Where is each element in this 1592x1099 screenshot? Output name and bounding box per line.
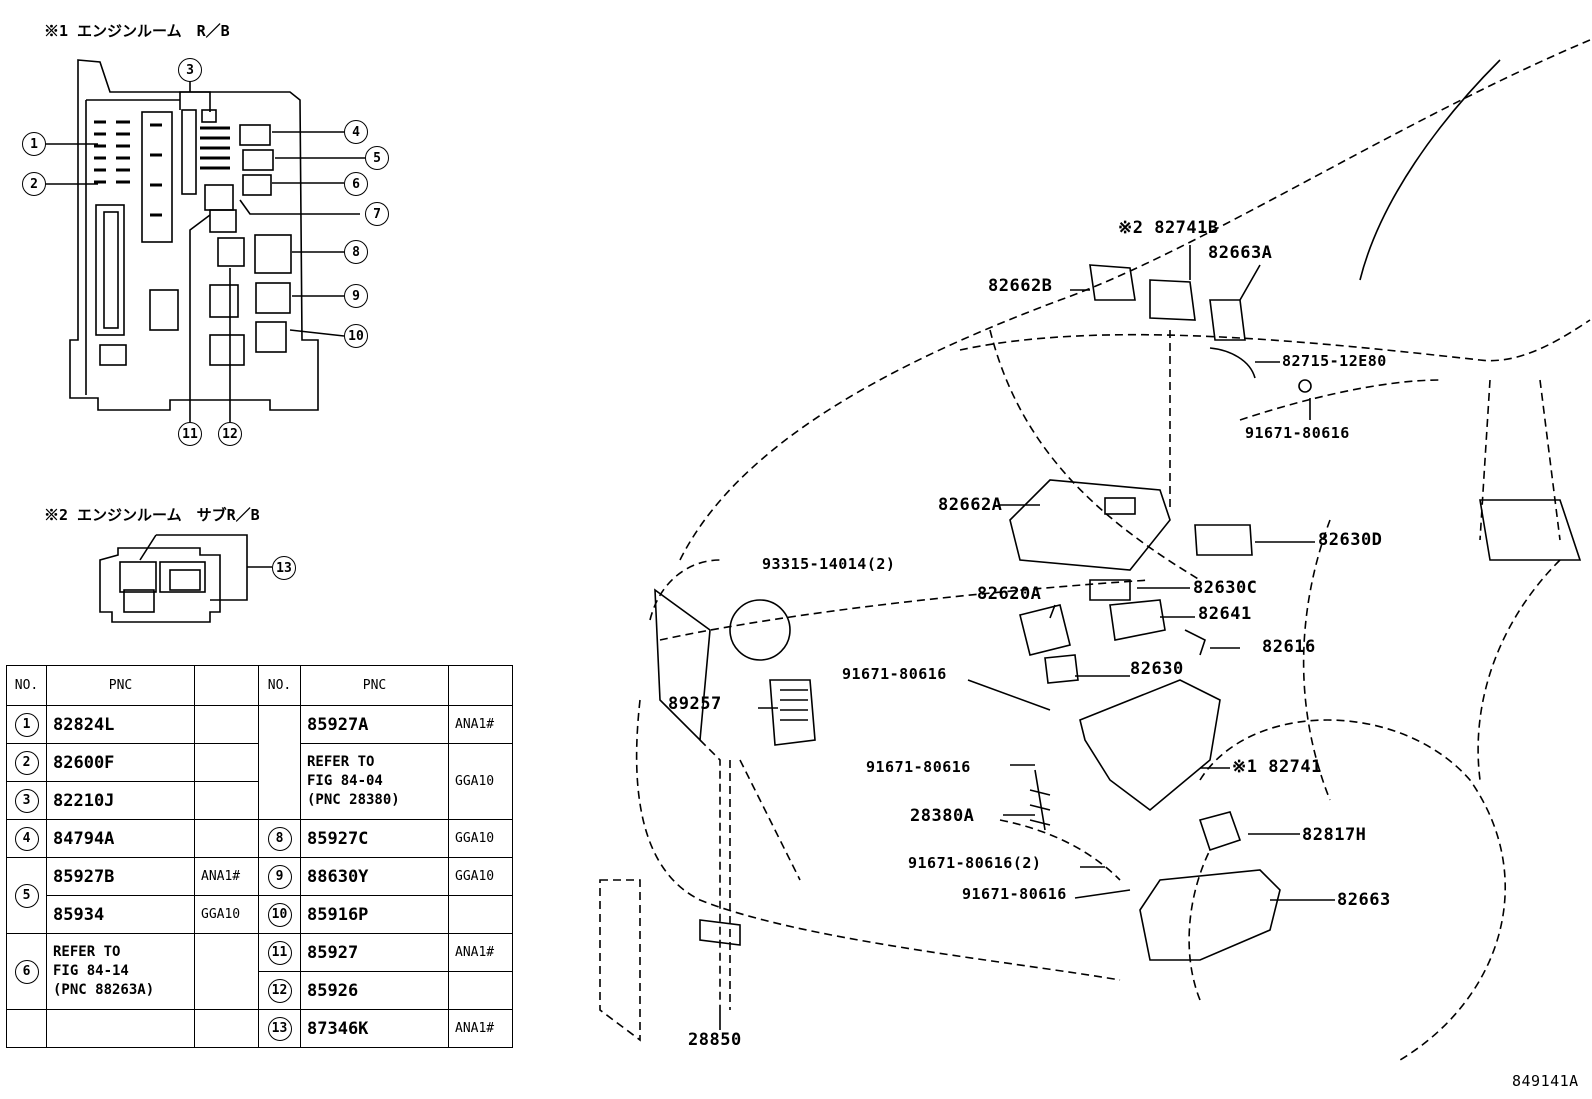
callout-2: 2 — [22, 172, 46, 196]
row-pnc: 88630Y — [300, 857, 449, 896]
row-ref: REFER TO FIG 84-14 (PNC 88263A) — [46, 933, 195, 1010]
row-no: 11 — [267, 940, 292, 965]
row-note: GGA10 — [448, 743, 513, 820]
callout-6: 6 — [344, 172, 368, 196]
part-82641: 82641 — [1198, 604, 1252, 624]
row-pnc: 85927A — [300, 705, 449, 744]
table-header-row: NO. PNC NO. PNC — [6, 665, 513, 706]
part-91671-80616-d: 91671-80616(2) — [908, 854, 1042, 872]
part-28380A: 28380A — [910, 806, 975, 826]
row-no: 4 — [14, 826, 39, 851]
callout-10: 10 — [344, 324, 368, 348]
row-no: 2 — [14, 750, 39, 775]
callout-1: 1 — [22, 132, 46, 156]
table-row: 6 REFER TO FIG 84-14 (PNC 88263A) 11 859… — [6, 933, 513, 1010]
part-82741: ※1 82741 — [1232, 757, 1322, 777]
row-no: 3 — [14, 788, 39, 813]
row-pnc: 87346K — [300, 1009, 449, 1048]
table-row: 13 87346K ANA1# — [6, 1009, 513, 1048]
table-row: 5 85927B ANA1# 9 88630Y GGA10 — [6, 857, 513, 934]
table-row: 3 82210J — [6, 781, 513, 820]
part-82663: 82663 — [1337, 890, 1391, 910]
row-no: 1 — [14, 712, 39, 737]
callout-11: 11 — [178, 422, 202, 446]
callout-7: 7 — [365, 202, 389, 226]
row-note: ANA1# — [448, 705, 513, 744]
part-91671-80616-a: 91671-80616 — [1245, 424, 1350, 442]
callout-4: 4 — [344, 120, 368, 144]
callout-8: 8 — [344, 240, 368, 264]
row-note: ANA1# — [194, 857, 259, 896]
row-ref: REFER TO FIG 84-04 (PNC 28380) — [300, 743, 449, 820]
part-93315-14014: 93315-14014(2) — [762, 555, 896, 573]
table-row: 4 84794A 8 85927C GGA10 — [6, 819, 513, 858]
row-pnc: 82600F — [46, 743, 195, 782]
table-row: 85934 GGA10 10 85916P — [7, 895, 513, 934]
row-note: GGA10 — [194, 895, 259, 934]
part-82630D: 82630D — [1318, 530, 1383, 550]
callout-12: 12 — [218, 422, 242, 446]
row-note: ANA1# — [448, 933, 513, 972]
part-82630C: 82630C — [1193, 578, 1258, 598]
row-note: GGA10 — [448, 819, 513, 858]
rb2-header: ※2 エンジンルーム サブR／B — [44, 506, 260, 524]
table-row: 2 82600F REFER TO FIG 84-04 (PNC 28380) … — [6, 743, 513, 820]
part-82663A: 82663A — [1208, 243, 1273, 263]
part-82630: 82630 — [1130, 659, 1184, 679]
row-no: 9 — [267, 864, 292, 889]
row-no: 5 — [14, 883, 39, 908]
part-91671-80616-c: 91671-80616 — [866, 758, 971, 776]
part-82715-12E80: 82715-12E80 — [1282, 352, 1387, 370]
row-pnc: 84794A — [46, 819, 195, 858]
table-row: 12 85926 — [7, 971, 513, 1010]
col-pnc-left: PNC — [46, 665, 195, 706]
part-82616: 82616 — [1262, 637, 1316, 657]
row-pnc: 85927 — [300, 933, 449, 972]
part-91671-80616-e: 91671-80616 — [962, 885, 1067, 903]
row-no: 10 — [267, 902, 292, 927]
part-82817H: 82817H — [1302, 825, 1367, 845]
row-pnc: 85927C — [300, 819, 449, 858]
part-82620A: 82620A — [977, 584, 1042, 604]
callout-3: 3 — [178, 58, 202, 82]
row-no: 13 — [267, 1016, 292, 1041]
rb1-header: ※1 エンジンルーム R／B — [44, 22, 230, 40]
pnc-table: NO. PNC NO. PNC 1 82824L 85927A ANA1# 2 … — [6, 665, 513, 1048]
part-89257: 89257 — [668, 694, 722, 714]
row-no: 8 — [267, 826, 292, 851]
row-pnc: 82210J — [46, 781, 195, 820]
row-pnc: 82824L — [46, 705, 195, 744]
row-no: 12 — [267, 978, 292, 1003]
part-91671-80616-b: 91671-80616 — [842, 665, 947, 683]
row-note: ANA1# — [448, 1009, 513, 1048]
table-row: 1 82824L 85927A ANA1# — [6, 705, 513, 820]
col-no-right: NO. — [258, 665, 301, 706]
row-no: 6 — [14, 959, 39, 984]
figure-id: 849141A — [1512, 1072, 1579, 1090]
col-pnc-right: PNC — [300, 665, 449, 706]
part-82741B: ※2 82741B — [1118, 218, 1219, 238]
col-no-left: NO. — [6, 665, 47, 706]
part-82662B: 82662B — [988, 276, 1053, 296]
row-pnc: 85926 — [300, 971, 449, 1010]
row-note: GGA10 — [448, 857, 513, 896]
part-28850: 28850 — [688, 1030, 742, 1050]
callout-9: 9 — [344, 284, 368, 308]
part-82662A: 82662A — [938, 495, 1003, 515]
row-pnc: 85927B — [46, 857, 195, 896]
row-pnc: 85934 — [46, 895, 195, 934]
callout-13: 13 — [272, 556, 296, 580]
row-pnc: 85916P — [300, 895, 449, 934]
callout-5: 5 — [365, 146, 389, 170]
